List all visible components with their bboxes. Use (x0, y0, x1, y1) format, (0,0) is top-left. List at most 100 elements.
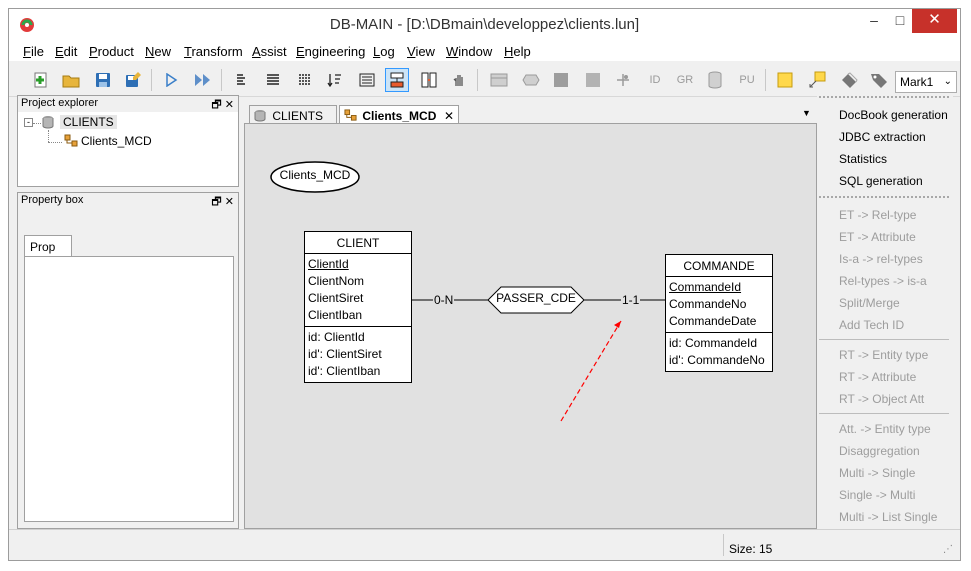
tab-clients[interactable]: CLIENTS (249, 105, 337, 127)
menu-rt-attribute[interactable]: RT -> Attribute (839, 370, 917, 384)
fast-forward-icon[interactable] (191, 68, 215, 92)
tab-clients-mcd[interactable]: Clients_MCD ✕ (339, 105, 459, 127)
mark-select[interactable]: Mark1 ⌄ (895, 71, 957, 93)
status-bar: Size: 15 ⋰ (9, 529, 960, 560)
identifier: id': ClientIban (308, 364, 381, 378)
menu-product[interactable]: Product (89, 44, 134, 59)
menu-bar: File Edit Product New Transform Assist E… (9, 41, 960, 61)
chevron-down-icon: ⌄ (943, 76, 952, 87)
menu-rel-types-isa[interactable]: Rel-types -> is-a (839, 274, 927, 288)
relationship-passer-cde[interactable]: PASSER_CDE (496, 291, 576, 305)
diagram-canvas[interactable]: Clients_MCD 0-N 1-1 PASSER_CDE CLIENT Cl… (244, 123, 817, 529)
menu-multi-list-single[interactable]: Multi -> List Single (839, 510, 938, 524)
tab-prop[interactable]: Prop (24, 235, 72, 257)
menu-add-tech-id[interactable]: Add Tech ID (839, 318, 905, 332)
view-text-icon[interactable] (355, 68, 379, 92)
identifier-list: id: ClientId id': ClientSiret id': Clien… (305, 327, 411, 382)
open-folder-icon[interactable] (59, 68, 83, 92)
hand-icon[interactable] (447, 68, 471, 92)
align-justify-icon[interactable] (261, 68, 285, 92)
attribute: ClientNom (308, 274, 365, 288)
save-as-icon[interactable] (121, 68, 145, 92)
tag-icon[interactable] (867, 68, 891, 92)
collapse-toggle-icon[interactable]: - (24, 118, 33, 127)
restore-panel-icon[interactable]: 🗗 (211, 196, 222, 208)
menu-engineering[interactable]: Engineering (296, 44, 366, 59)
toolbar: ID GR PU Mark1 ⌄ (9, 63, 960, 97)
entity-commande[interactable]: COMMANDE CommandeId CommandeNo CommandeD… (665, 254, 773, 372)
attribute: ClientId (308, 257, 349, 271)
resize-grip-icon[interactable]: ⋰ (943, 544, 953, 555)
app-window: DB-MAIN - [D:\DBmain\developpez\clients.… (8, 8, 961, 561)
cardinality-right: 1-1 (621, 293, 641, 307)
restore-panel-icon[interactable]: 🗗 (211, 99, 222, 111)
play-icon[interactable] (159, 68, 183, 92)
new-project-icon[interactable] (29, 68, 53, 92)
menu-disaggregation[interactable]: Disaggregation (839, 444, 920, 458)
menu-et-attribute[interactable]: ET -> Attribute (839, 230, 916, 244)
menu-sql-generation[interactable]: SQL generation (839, 174, 923, 188)
mark-select-value: Mark1 (900, 75, 934, 89)
menu-view[interactable]: View (407, 44, 435, 59)
gr-button[interactable]: GR (676, 74, 694, 86)
entity-type-icon[interactable] (487, 68, 511, 92)
tree-item-clients-mcd[interactable]: Clients_MCD (81, 134, 152, 148)
menu-window[interactable]: Window (446, 44, 493, 59)
menu-multi-single[interactable]: Multi -> Single (839, 466, 916, 480)
mark-icon[interactable] (837, 68, 861, 92)
attribute: ClientIban (308, 308, 363, 322)
schema-icon (344, 109, 357, 121)
menu-assist[interactable]: Assist (252, 44, 287, 59)
close-button[interactable]: ✕ (912, 9, 957, 33)
maximize-button[interactable]: □ (895, 12, 905, 28)
menu-help[interactable]: Help (504, 44, 531, 59)
attribute: CommandeId (669, 280, 742, 294)
tab-close-icon[interactable]: ✕ (444, 109, 455, 123)
identifier: id: ClientId (308, 330, 365, 344)
view-compact-icon[interactable] (293, 68, 317, 92)
menu-rt-object-att[interactable]: RT -> Object Att (839, 392, 925, 406)
menu-file[interactable]: File (23, 44, 44, 59)
menu-new[interactable]: New (145, 44, 172, 59)
save-icon[interactable] (91, 68, 115, 92)
close-panel-icon[interactable]: ✕ (224, 99, 234, 111)
collection-icon[interactable] (703, 68, 727, 92)
menu-split-merge[interactable]: Split/Merge (839, 296, 900, 310)
entity-name: COMMANDE (666, 255, 772, 277)
menu-statistics[interactable]: Statistics (839, 152, 888, 166)
tab-dropdown-icon[interactable]: ▼ (802, 108, 811, 118)
menu-transform[interactable]: Transform (184, 44, 243, 59)
menu-et-rel-type[interactable]: ET -> Rel-type (839, 208, 917, 222)
menu-rt-entity-type[interactable]: RT -> Entity type (839, 348, 929, 362)
link-note-icon[interactable] (805, 68, 829, 92)
tab-clients-mcd-label: Clients_MCD (362, 109, 437, 123)
close-panel-icon[interactable]: ✕ (224, 196, 234, 208)
attribute-icon[interactable] (549, 68, 573, 92)
menu-single-multi[interactable]: Single -> Multi (839, 488, 916, 502)
minimize-button[interactable]: – (870, 12, 878, 28)
menu-jdbc-extraction[interactable]: JDBC extraction (839, 130, 926, 144)
entity-client[interactable]: CLIENT ClientId ClientNom ClientSiret Cl… (304, 231, 412, 383)
group-icon[interactable] (581, 68, 605, 92)
menu-log[interactable]: Log (373, 44, 395, 59)
attribute-list: CommandeId CommandeNo CommandeDate (666, 277, 772, 333)
schema-label[interactable]: Clients_MCD (279, 168, 351, 182)
attribute: CommandeNo (669, 297, 747, 311)
attribute-list: ClientId ClientNom ClientSiret ClientIba… (305, 254, 411, 327)
menu-docbook-generation[interactable]: DocBook generation (839, 108, 948, 122)
menu-edit[interactable]: Edit (55, 44, 78, 59)
menu-att-entity-type[interactable]: Att. -> Entity type (839, 422, 931, 436)
note-icon[interactable] (773, 68, 797, 92)
align-left-icon[interactable] (229, 68, 253, 92)
project-explorer-header: Project explorer 🗗 ✕ (18, 96, 238, 112)
view-graph-icon[interactable] (385, 68, 409, 92)
pu-button[interactable]: PU (739, 74, 755, 86)
tree-item-clients[interactable]: CLIENTS (60, 115, 117, 129)
property-box-title: Property box (21, 194, 84, 206)
rel-type-icon[interactable] (519, 68, 543, 92)
menu-isa-rel-types[interactable]: Is-a -> rel-types (839, 252, 923, 266)
view-dependency-icon[interactable] (417, 68, 441, 92)
id-button[interactable]: ID (649, 74, 661, 86)
sort-icon[interactable] (323, 68, 347, 92)
role-icon[interactable] (611, 68, 635, 92)
